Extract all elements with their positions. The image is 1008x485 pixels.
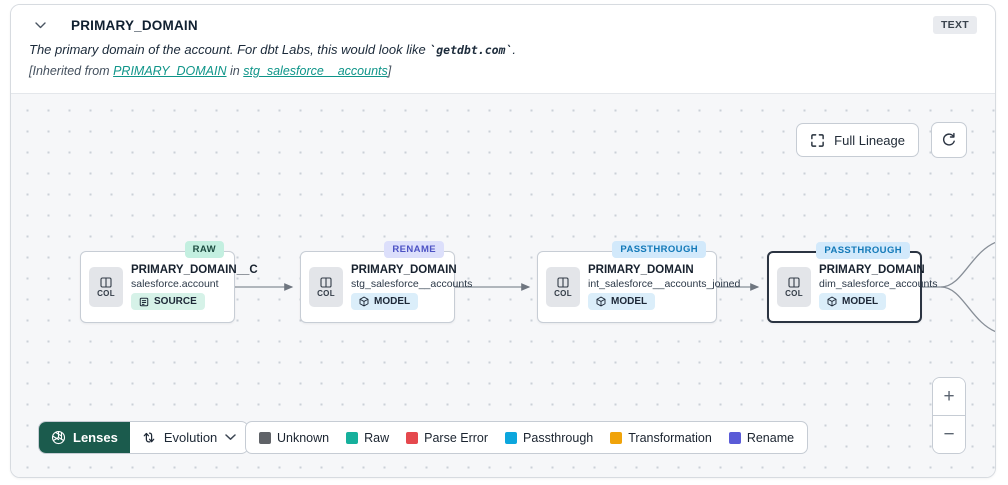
collapse-chevron-icon[interactable]	[29, 16, 51, 34]
legend-swatch	[505, 431, 518, 444]
model-cube-icon	[359, 296, 369, 307]
column-header: PRIMARY_DOMAIN TEXT The primary domain o…	[11, 5, 995, 94]
node-model-name: int_salesforce__accounts_joined	[588, 278, 741, 290]
selected-lens-label: Evolution	[163, 430, 218, 445]
status-badge: RENAME	[384, 241, 444, 258]
node-column-name: PRIMARY_DOMAIN	[351, 264, 457, 276]
inherited-middle: in	[226, 64, 244, 78]
legend-swatch	[346, 431, 359, 444]
model-cube-icon	[827, 296, 837, 307]
evolution-icon	[143, 432, 155, 443]
node-model-name: dim_salesforce_accounts	[819, 278, 938, 290]
status-badge: RAW	[184, 241, 224, 258]
zoom-controls: + −	[932, 377, 966, 454]
source-icon	[139, 297, 149, 306]
inherited-prefix: [Inherited from	[29, 64, 114, 78]
inherited-suffix: ]	[387, 64, 392, 78]
full-lineage-button[interactable]: Full Lineage	[796, 123, 919, 157]
node-column-name: PRIMARY_DOMAIN__C	[131, 264, 258, 276]
refresh-button[interactable]	[931, 122, 967, 158]
node-column-name: PRIMARY_DOMAIN	[588, 264, 694, 276]
lens-selector-dropdown[interactable]: Evolution	[130, 422, 248, 453]
description-period: .	[512, 42, 517, 57]
col-label: COL	[785, 288, 803, 298]
lineage-node-stg-salesforce-accounts[interactable]: RENAME COL PRIMARY_DOMAIN stg_salesforce…	[300, 241, 473, 323]
lens-legend: Unknown Raw Parse Error Passthrough Tran…	[245, 421, 809, 454]
col-label: COL	[554, 288, 572, 298]
column-lineage-panel: PRIMARY_DOMAIN TEXT The primary domain o…	[10, 4, 996, 478]
lineage-canvas[interactable]: Full Lineage RAW COL PRIMARY_DOMAIN__C s…	[11, 94, 995, 477]
zoom-out-button[interactable]: −	[933, 416, 965, 453]
zoom-in-button[interactable]: +	[933, 378, 965, 415]
page-title: PRIMARY_DOMAIN	[71, 17, 198, 33]
legend-item-raw: Raw	[346, 431, 389, 445]
chevron-down-icon	[225, 434, 237, 440]
col-label: COL	[317, 288, 335, 298]
zoom-divider	[933, 415, 965, 416]
resource-type-badge: SOURCE	[131, 293, 205, 310]
lenses-label: Lenses	[73, 430, 118, 445]
refresh-icon	[941, 132, 957, 148]
legend-swatch	[610, 431, 623, 444]
column-description: The primary domain of the account. For d…	[29, 42, 977, 57]
legend-item-parse-error: Parse Error	[406, 431, 488, 445]
legend-swatch	[406, 431, 419, 444]
column-icon: COL	[546, 267, 580, 307]
node-model-name: salesforce.account	[131, 278, 219, 290]
lineage-node-int-salesforce-accounts-joined[interactable]: PASSTHROUGH COL PRIMARY_DOMAIN int_sales…	[537, 241, 741, 323]
resource-type-badge: MODEL	[588, 293, 656, 310]
col-label: COL	[97, 288, 115, 298]
inherited-model-link[interactable]: stg_salesforce__accounts	[243, 64, 388, 78]
status-badge: PASSTHROUGH	[612, 241, 706, 258]
legend-item-rename: Rename	[728, 431, 794, 445]
legend-item-passthrough: Passthrough	[505, 431, 593, 445]
description-text: The primary domain of the account. For d…	[29, 42, 430, 57]
legend-item-transformation: Transformation	[610, 431, 712, 445]
lenses-control: Lenses Evolution	[38, 421, 250, 454]
fullscreen-icon	[810, 133, 825, 148]
column-icon: COL	[89, 267, 123, 307]
model-cube-icon	[596, 296, 606, 307]
column-type-badge: TEXT	[932, 16, 977, 34]
node-column-name: PRIMARY_DOMAIN	[819, 264, 925, 276]
lens-aperture-icon	[51, 430, 66, 445]
column-icon: COL	[309, 267, 343, 307]
node-model-name: stg_salesforce__accounts	[351, 278, 473, 290]
legend-swatch	[728, 431, 741, 444]
resource-type-badge: MODEL	[819, 293, 887, 310]
column-icon: COL	[777, 267, 811, 307]
lineage-node-dim-salesforce-accounts[interactable]: PASSTHROUGH COL PRIMARY_DOMAIN dim_sales…	[767, 242, 938, 323]
legend-item-unknown: Unknown	[259, 431, 329, 445]
resource-type-badge: MODEL	[351, 293, 419, 310]
status-badge: PASSTHROUGH	[816, 242, 910, 259]
full-lineage-label: Full Lineage	[834, 132, 905, 148]
lineage-node-salesforce-account[interactable]: RAW COL PRIMARY_DOMAIN__C salesforce.acc…	[80, 241, 258, 323]
inherited-column-link[interactable]: PRIMARY_DOMAIN	[113, 64, 227, 78]
lenses-button[interactable]: Lenses	[39, 422, 130, 453]
legend-swatch	[259, 431, 271, 444]
description-code: `getdbt.com`	[429, 43, 513, 57]
inherited-note: [Inherited from PRIMARY_DOMAIN in stg_sa…	[29, 64, 977, 78]
